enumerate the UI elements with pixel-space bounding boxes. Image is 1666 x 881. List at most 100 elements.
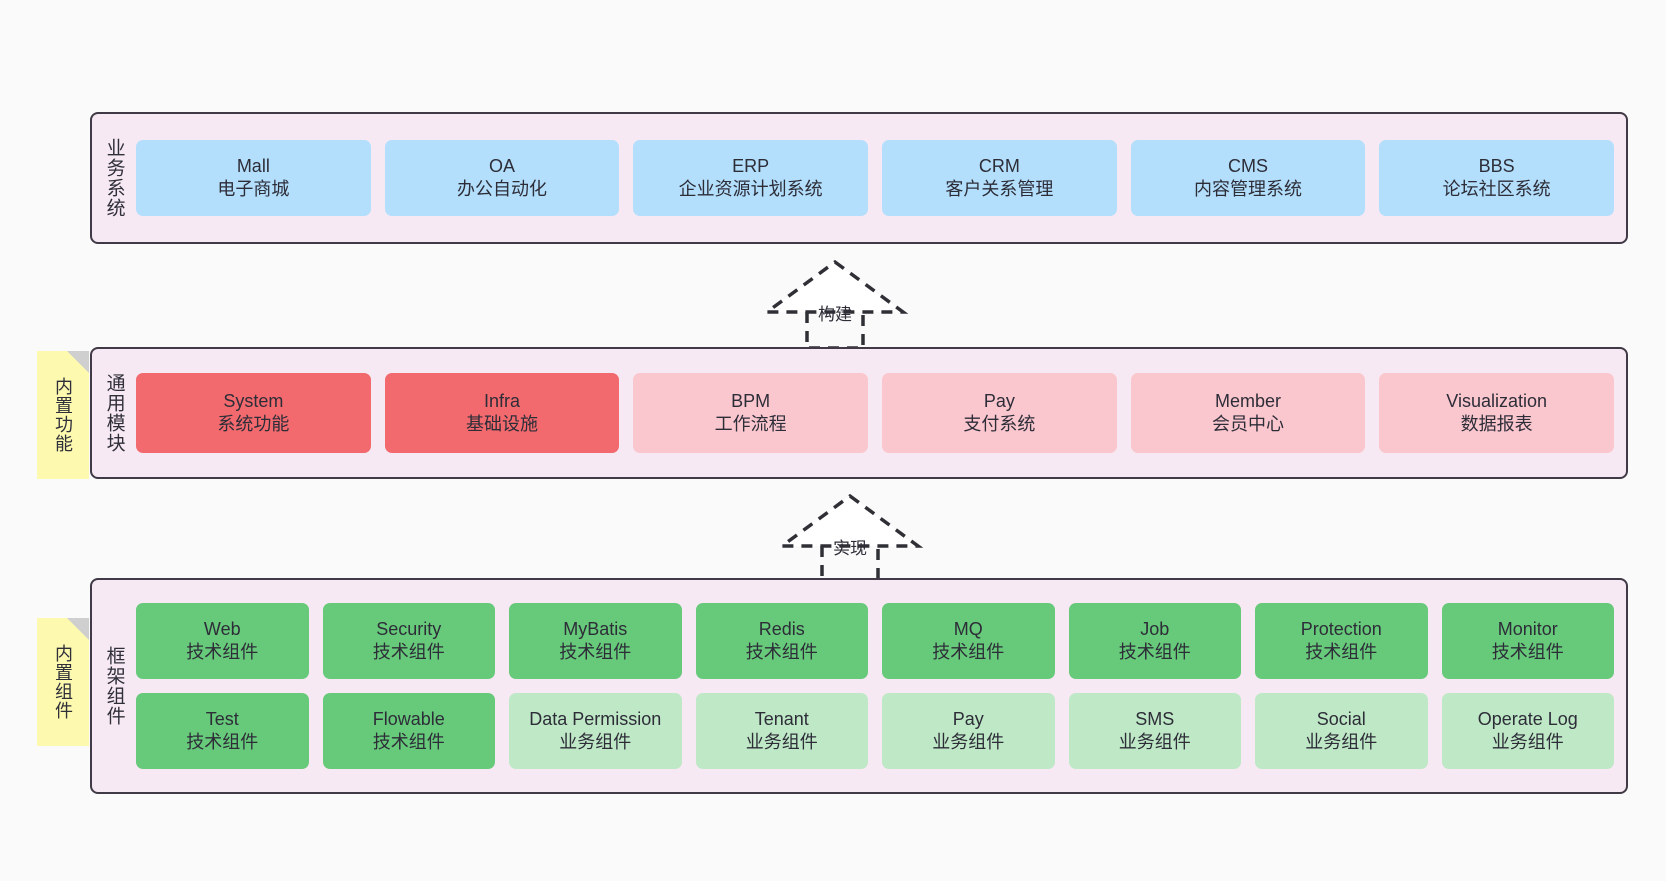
common-modules-card-row: System 系统功能 Infra 基础设施 BPM 工作流程 Pay 支付系统… <box>136 373 1614 453</box>
card-crm[interactable]: CRM 客户关系管理 <box>882 140 1117 216</box>
card-cms-desc: 内容管理系统 <box>1193 179 1302 199</box>
layer-title-common-modules: 通用模块 <box>103 373 125 453</box>
card-monitor[interactable]: Monitor 技术组件 <box>1441 603 1614 679</box>
layer-framework-components[interactable]: 框架组件 Web 技术组件 Security 技术组件 MyBatis 技术组件… <box>90 578 1628 794</box>
card-test[interactable]: Test 技术组件 <box>136 693 309 769</box>
card-sms-name: SMS <box>1135 708 1175 729</box>
note-builtin-features: 内置功能 <box>37 351 89 479</box>
card-oa-desc: 办公自动化 <box>456 179 547 199</box>
card-mall[interactable]: Mall 电子商城 <box>136 140 371 216</box>
layer-common-modules[interactable]: 通用模块 System 系统功能 Infra 基础设施 BPM 工作流程 Pay… <box>90 347 1628 479</box>
card-operate-log-desc: 业务组件 <box>1491 732 1564 752</box>
card-security[interactable]: Security 技术组件 <box>322 603 495 679</box>
card-web-desc: 技术组件 <box>186 642 259 662</box>
card-infra-desc: 基础设施 <box>465 414 538 434</box>
note-builtin-features-label: 内置功能 <box>53 377 73 453</box>
card-visualization-name: Visualization <box>1446 390 1548 411</box>
card-job-name: Job <box>1140 618 1170 639</box>
card-protection-name: Protection <box>1300 618 1382 639</box>
card-tenant-desc: 业务组件 <box>745 732 818 752</box>
layer-business-systems[interactable]: 业务系统 Mall 电子商城 OA 办公自动化 ERP 企业资源计划系统 CRM… <box>90 112 1628 244</box>
card-monitor-desc: 技术组件 <box>1491 642 1564 662</box>
card-pay-module-name: Pay <box>983 390 1015 411</box>
card-oa-name: OA <box>488 155 515 176</box>
card-bbs-desc: 论坛社区系统 <box>1442 179 1551 199</box>
layer-body-framework-components: Web 技术组件 Security 技术组件 MyBatis 技术组件 Redi… <box>136 580 1626 792</box>
card-data-permission-name: Data Permission <box>529 708 662 729</box>
note-builtin-components: 内置组件 <box>37 618 89 746</box>
note-fold-corner-icon <box>67 351 89 373</box>
business-systems-card-row: Mall 电子商城 OA 办公自动化 ERP 企业资源计划系统 CRM 客户关系… <box>136 140 1614 216</box>
card-mybatis-desc: 技术组件 <box>559 642 632 662</box>
card-social-name: Social <box>1316 708 1366 729</box>
card-system-desc: 系统功能 <box>217 414 290 434</box>
connector-build-label: 构建 <box>818 305 852 324</box>
card-bbs-name: BBS <box>1478 155 1515 176</box>
card-data-permission[interactable]: Data Permission 业务组件 <box>509 693 682 769</box>
card-infra-name: Infra <box>483 390 520 411</box>
card-member-desc: 会员中心 <box>1211 414 1284 434</box>
card-system[interactable]: System 系统功能 <box>136 373 371 453</box>
note-fold-corner-icon <box>67 618 89 640</box>
card-erp[interactable]: ERP 企业资源计划系统 <box>633 140 868 216</box>
card-operate-log-name: Operate Log <box>1477 708 1578 729</box>
card-visualization-desc: 数据报表 <box>1460 414 1533 434</box>
card-erp-desc: 企业资源计划系统 <box>678 179 823 199</box>
card-job-desc: 技术组件 <box>1118 642 1191 662</box>
card-crm-desc: 客户关系管理 <box>945 179 1054 199</box>
card-crm-name: CRM <box>978 155 1020 176</box>
framework-components-row-1: Web 技术组件 Security 技术组件 MyBatis 技术组件 Redi… <box>136 603 1614 679</box>
card-mall-desc: 电子商城 <box>217 179 290 199</box>
card-social-desc: 业务组件 <box>1305 732 1378 752</box>
card-flowable-name: Flowable <box>372 708 445 729</box>
implement-arrow-head <box>776 493 924 548</box>
card-flowable[interactable]: Flowable 技术组件 <box>322 693 495 769</box>
card-mall-name: Mall <box>236 155 270 176</box>
card-operate-log[interactable]: Operate Log 业务组件 <box>1441 693 1614 769</box>
layer-title-framework-components: 框架组件 <box>103 646 125 726</box>
card-web-name: Web <box>203 618 241 639</box>
card-pay-component-desc: 业务组件 <box>932 732 1005 752</box>
card-redis-desc: 技术组件 <box>745 642 818 662</box>
card-pay-component[interactable]: Pay 业务组件 <box>882 693 1055 769</box>
card-bpm-name: BPM <box>731 390 771 411</box>
connector-build: 构建 <box>760 258 910 350</box>
card-member[interactable]: Member 会员中心 <box>1130 373 1366 453</box>
card-tenant-name: Tenant <box>754 708 809 729</box>
card-system-name: System <box>223 390 284 411</box>
card-monitor-name: Monitor <box>1497 618 1558 639</box>
card-social[interactable]: Social 业务组件 <box>1255 693 1428 769</box>
card-tenant[interactable]: Tenant 业务组件 <box>695 693 868 769</box>
layer-title-business-systems: 业务系统 <box>103 138 125 218</box>
card-sms-desc: 业务组件 <box>1118 732 1191 752</box>
build-arrow-head <box>761 259 909 314</box>
card-data-permission-desc: 业务组件 <box>559 732 632 752</box>
card-bpm-desc: 工作流程 <box>714 414 787 434</box>
card-redis[interactable]: Redis 技术组件 <box>695 603 868 679</box>
card-protection-desc: 技术组件 <box>1305 642 1378 662</box>
card-pay-module[interactable]: Pay 支付系统 <box>882 373 1117 453</box>
card-bpm[interactable]: BPM 工作流程 <box>633 373 868 453</box>
card-infra[interactable]: Infra 基础设施 <box>384 373 620 453</box>
card-visualization[interactable]: Visualization 数据报表 <box>1379 373 1614 453</box>
card-security-desc: 技术组件 <box>372 642 445 662</box>
card-member-name: Member <box>1214 390 1281 411</box>
card-mq-name: MQ <box>953 618 983 639</box>
card-test-desc: 技术组件 <box>186 732 259 752</box>
card-flowable-desc: 技术组件 <box>372 732 445 752</box>
card-oa[interactable]: OA 办公自动化 <box>384 140 620 216</box>
connector-implement: 实现 <box>775 492 925 584</box>
card-bbs[interactable]: BBS 论坛社区系统 <box>1379 140 1614 216</box>
card-web[interactable]: Web 技术组件 <box>136 603 309 679</box>
card-redis-name: Redis <box>758 618 805 639</box>
card-mybatis-name: MyBatis <box>563 618 628 639</box>
card-protection[interactable]: Protection 技术组件 <box>1255 603 1428 679</box>
card-cms[interactable]: CMS 内容管理系统 <box>1130 140 1366 216</box>
card-mybatis[interactable]: MyBatis 技术组件 <box>509 603 682 679</box>
card-erp-name: ERP <box>732 155 770 176</box>
card-sms[interactable]: SMS 业务组件 <box>1068 693 1241 769</box>
card-mq[interactable]: MQ 技术组件 <box>882 603 1055 679</box>
card-job[interactable]: Job 技术组件 <box>1068 603 1241 679</box>
card-pay-component-name: Pay <box>952 708 984 729</box>
